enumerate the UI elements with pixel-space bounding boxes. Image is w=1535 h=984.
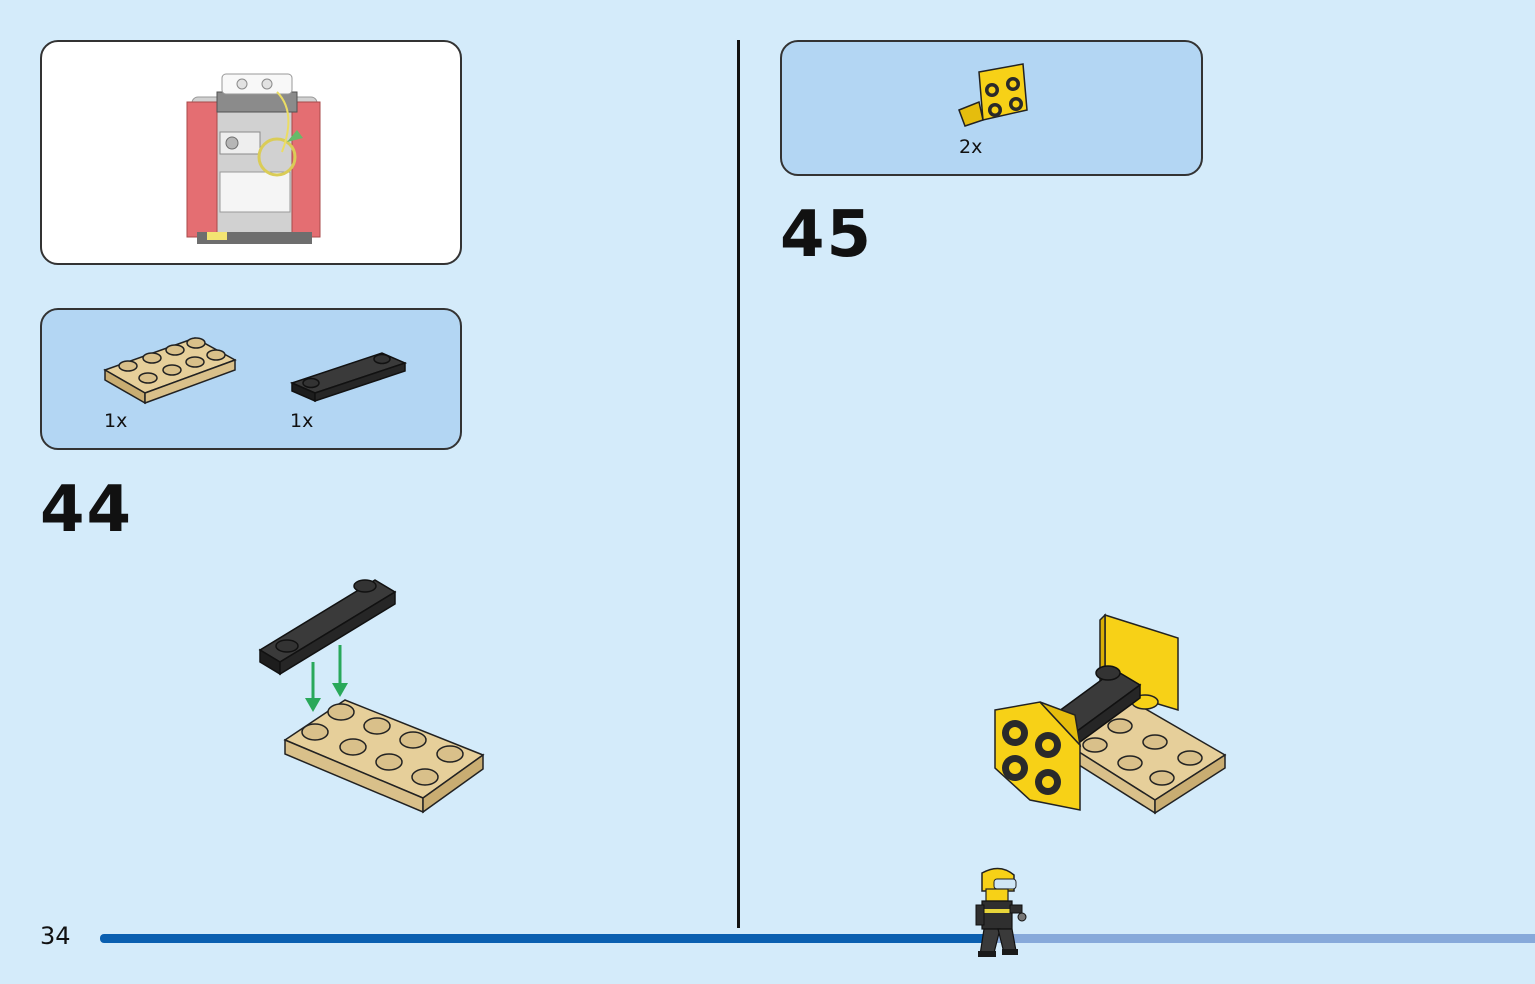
page-divider xyxy=(737,40,740,928)
progress-bar-completed xyxy=(100,934,990,943)
step-45-build-illustration xyxy=(994,613,1227,815)
progress-bar-remaining xyxy=(985,934,1535,943)
page-number: 34 xyxy=(40,922,71,950)
submodel-callout xyxy=(40,40,462,265)
step-number: 45 xyxy=(780,198,874,272)
tan-plate-2x4-icon xyxy=(103,337,237,405)
part-quantity: 1x xyxy=(290,410,314,432)
yellow-bracket-2x2-icon xyxy=(958,63,1028,127)
black-plate-1x4-icon xyxy=(289,352,408,403)
parts-list-step-45: 2x xyxy=(780,40,1203,176)
fire-truck-submodel-image xyxy=(186,73,321,244)
part-quantity: 1x xyxy=(104,410,128,432)
firefighter-minifigure-icon xyxy=(975,867,1027,957)
step-44-build-illustration xyxy=(258,579,485,814)
step-number: 44 xyxy=(40,473,134,547)
parts-list-step-44: 1x 1x xyxy=(40,308,462,450)
part-quantity: 2x xyxy=(959,136,983,158)
